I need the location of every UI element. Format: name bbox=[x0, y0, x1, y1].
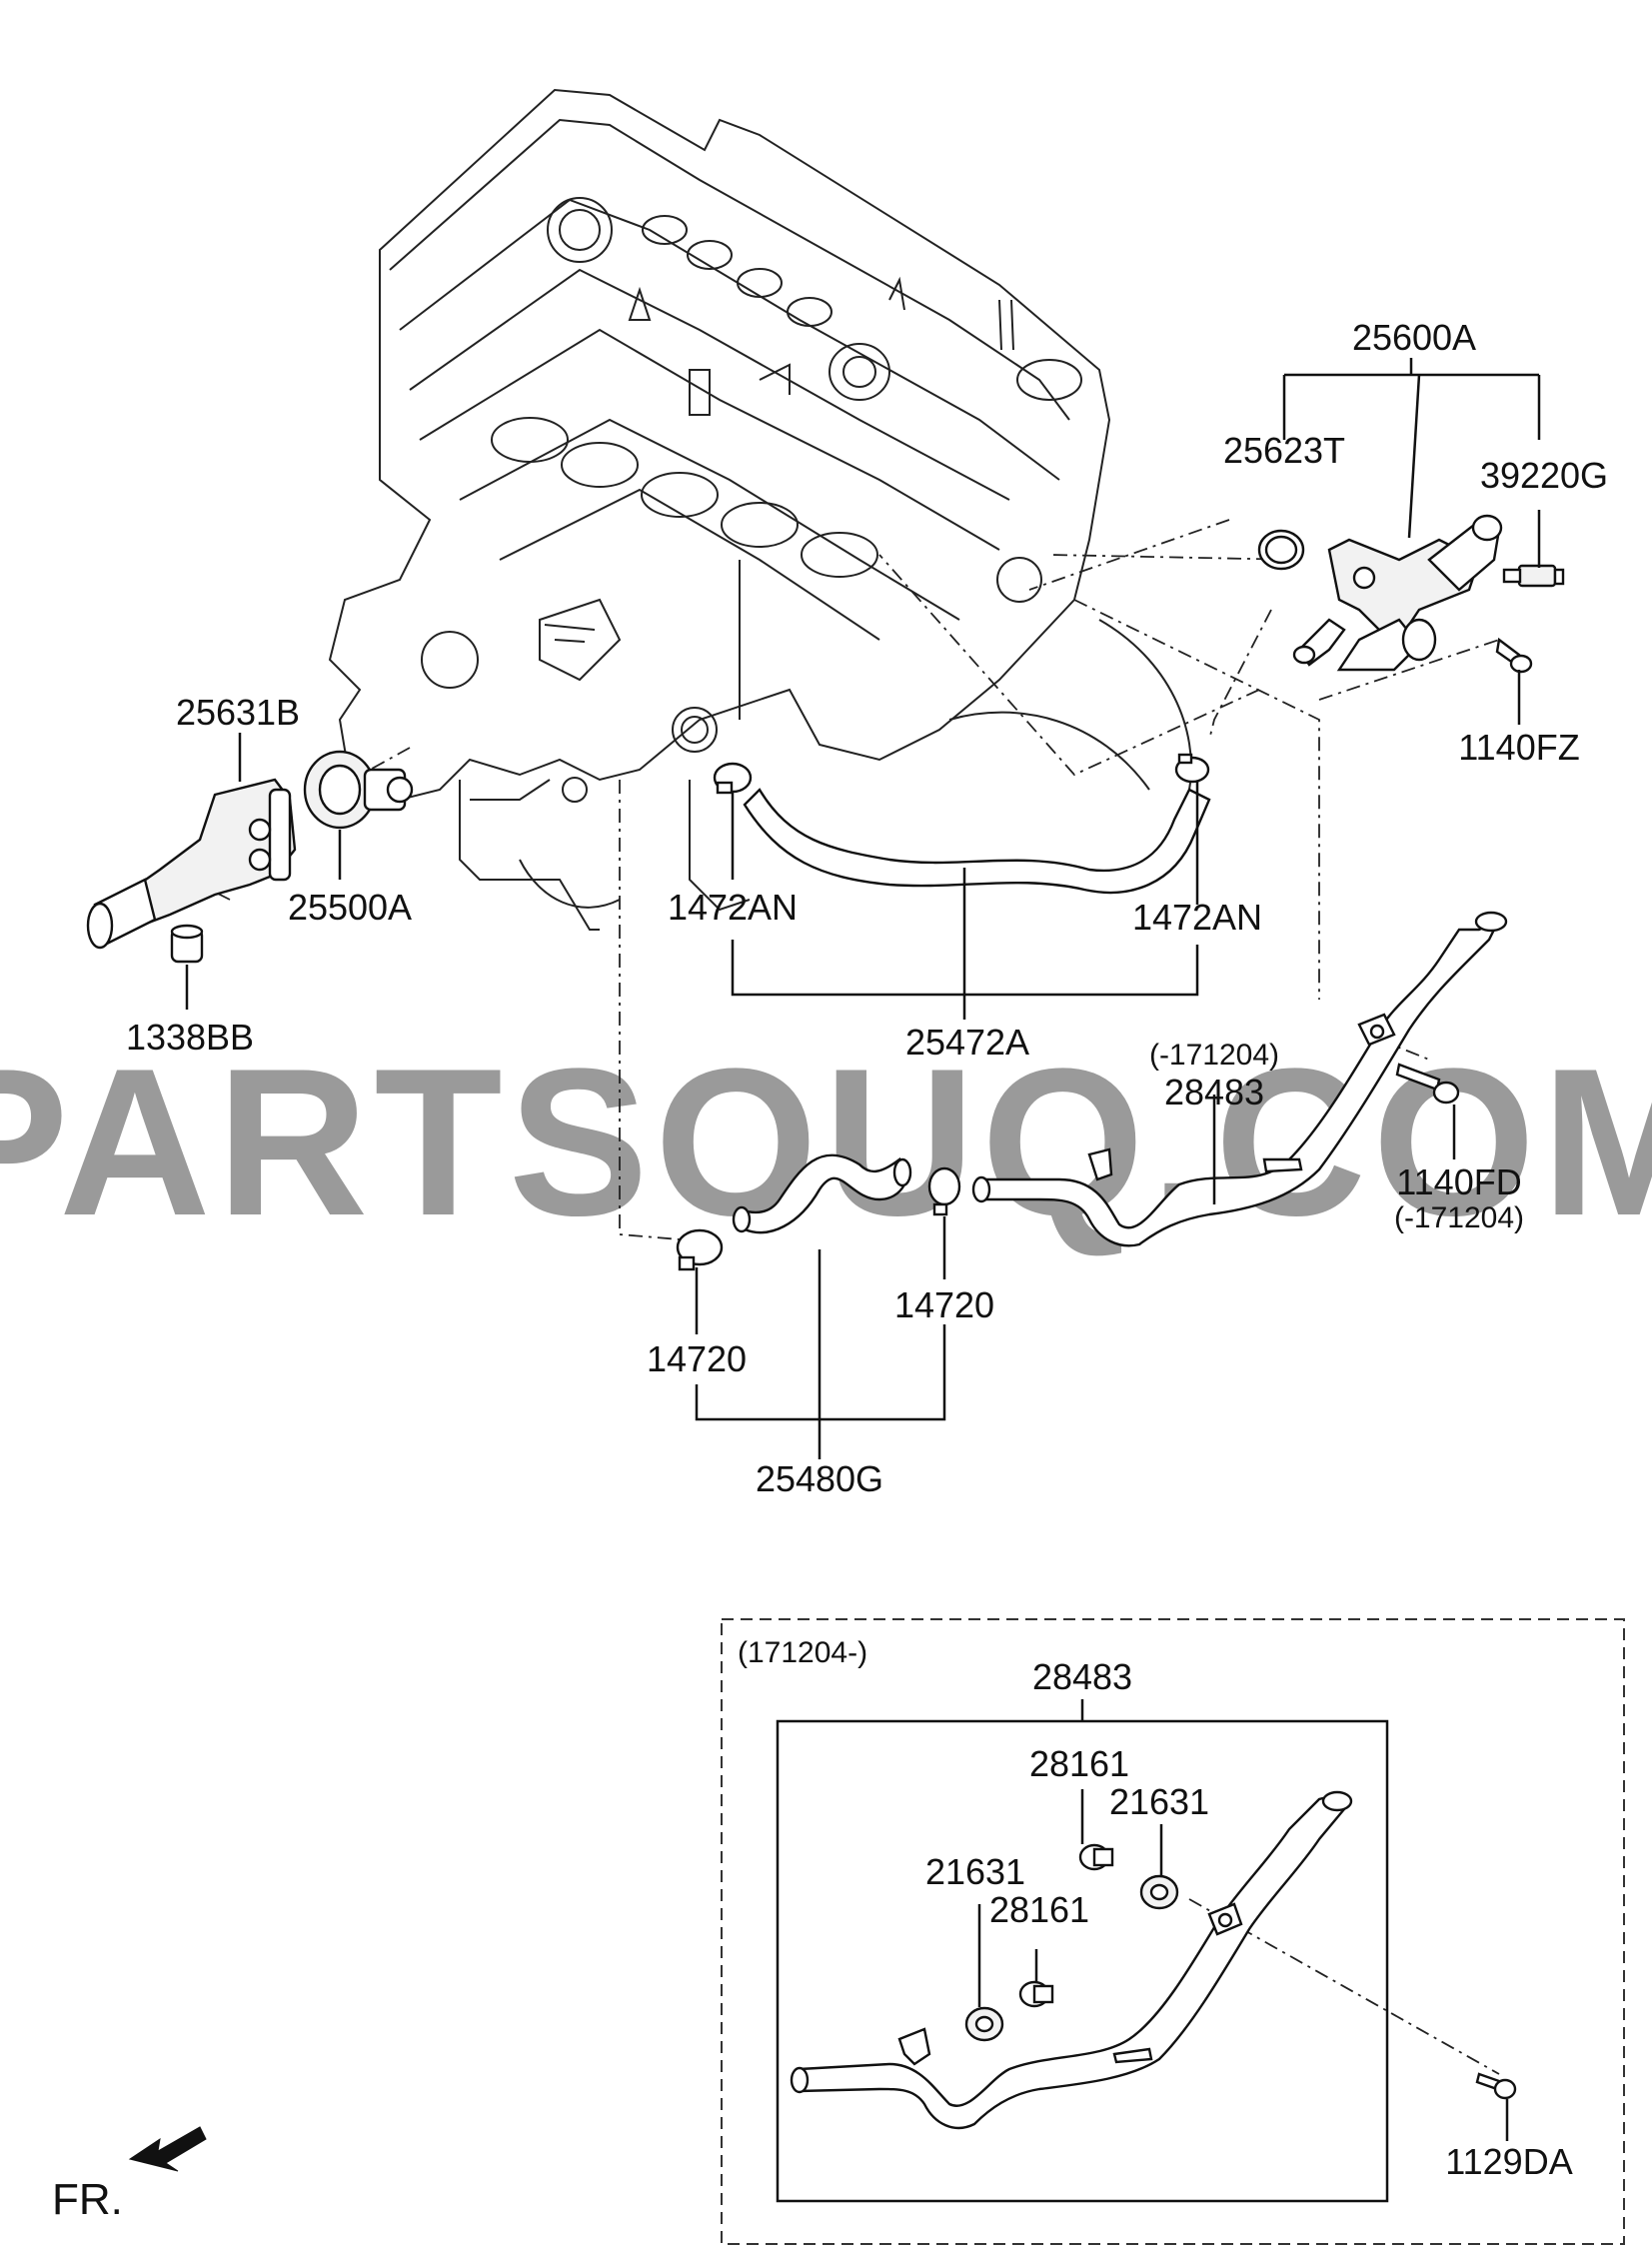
clamp-1472AN-right bbox=[1174, 753, 1210, 784]
hose-25472A bbox=[743, 788, 1211, 895]
inset-bolt-1129DA bbox=[1475, 2072, 1517, 2100]
label-25500A: 25500A bbox=[288, 887, 412, 928]
label-14720-left: 14720 bbox=[647, 1338, 747, 1379]
label-25480G: 25480G bbox=[756, 1458, 883, 1499]
thermostat-housing bbox=[86, 778, 297, 950]
front-direction-indicator: FR. bbox=[52, 2126, 207, 2224]
label-25472A: 25472A bbox=[905, 1022, 1029, 1063]
label-1472AN-left: 1472AN bbox=[668, 887, 798, 928]
inset-label-21631-top: 21631 bbox=[1109, 1781, 1209, 1822]
inset-grommet-21631-top bbox=[1139, 1874, 1179, 1910]
temperature-sensor bbox=[1502, 564, 1565, 588]
clamp-1472AN-left bbox=[713, 762, 753, 795]
o-ring bbox=[1257, 529, 1305, 571]
leader-lines bbox=[185, 358, 1541, 1459]
bolt-1140FD bbox=[1395, 1063, 1460, 1105]
inset-label-21631-left: 21631 bbox=[925, 1851, 1025, 1892]
clamp-14720-right bbox=[927, 1166, 961, 1216]
clamp-14720-left bbox=[676, 1228, 724, 1271]
label-1140FD-date: (-171204) bbox=[1394, 1201, 1524, 1234]
inset-collar-28161-top bbox=[1078, 1843, 1114, 1871]
label-1472AN-right: 1472AN bbox=[1132, 897, 1262, 938]
label-25600A: 25600A bbox=[1352, 317, 1476, 358]
front-arrow-icon bbox=[128, 2126, 207, 2172]
label-1338BB: 1338BB bbox=[126, 1017, 254, 1058]
thermostat bbox=[303, 750, 414, 830]
pipe-28483 bbox=[971, 911, 1508, 1247]
label-1140FD: 1140FD bbox=[1396, 1161, 1521, 1202]
hose-25480G bbox=[732, 1153, 912, 1234]
inset-label-28161-top: 28161 bbox=[1029, 1743, 1129, 1784]
label-25631B: 25631B bbox=[176, 692, 300, 733]
inset-collar-28161-left bbox=[1018, 1980, 1054, 2008]
label-14720-right: 14720 bbox=[894, 1284, 994, 1325]
inset-label-28483: 28483 bbox=[1032, 1656, 1132, 1697]
engine-block bbox=[328, 88, 1192, 931]
inset-pipe bbox=[790, 1790, 1353, 2130]
water-outlet-fitting bbox=[1292, 514, 1503, 672]
bolt-1140FZ bbox=[1495, 637, 1533, 674]
label-28483-date: (-171204) bbox=[1149, 1039, 1279, 1072]
inset-label-28161-left: 28161 bbox=[989, 1889, 1089, 1930]
inset-grommet-21631-left bbox=[964, 2006, 1004, 2042]
front-label: FR. bbox=[52, 2175, 123, 2224]
drain-plug bbox=[170, 924, 204, 964]
label-1140FZ: 1140FZ bbox=[1458, 727, 1579, 768]
inset-panel: (171204-) 28483 bbox=[721, 1618, 1625, 2245]
inset-date-label: (171204-) bbox=[738, 1636, 867, 1669]
label-28483: 28483 bbox=[1164, 1072, 1264, 1113]
part-labels: 25600A 25623T 39220G 1140FZ 25631B 25500… bbox=[126, 317, 1608, 1499]
inset-label-1129DA: 1129DA bbox=[1445, 2141, 1572, 2182]
label-39220G: 39220G bbox=[1480, 455, 1608, 496]
label-25623T: 25623T bbox=[1223, 430, 1345, 471]
